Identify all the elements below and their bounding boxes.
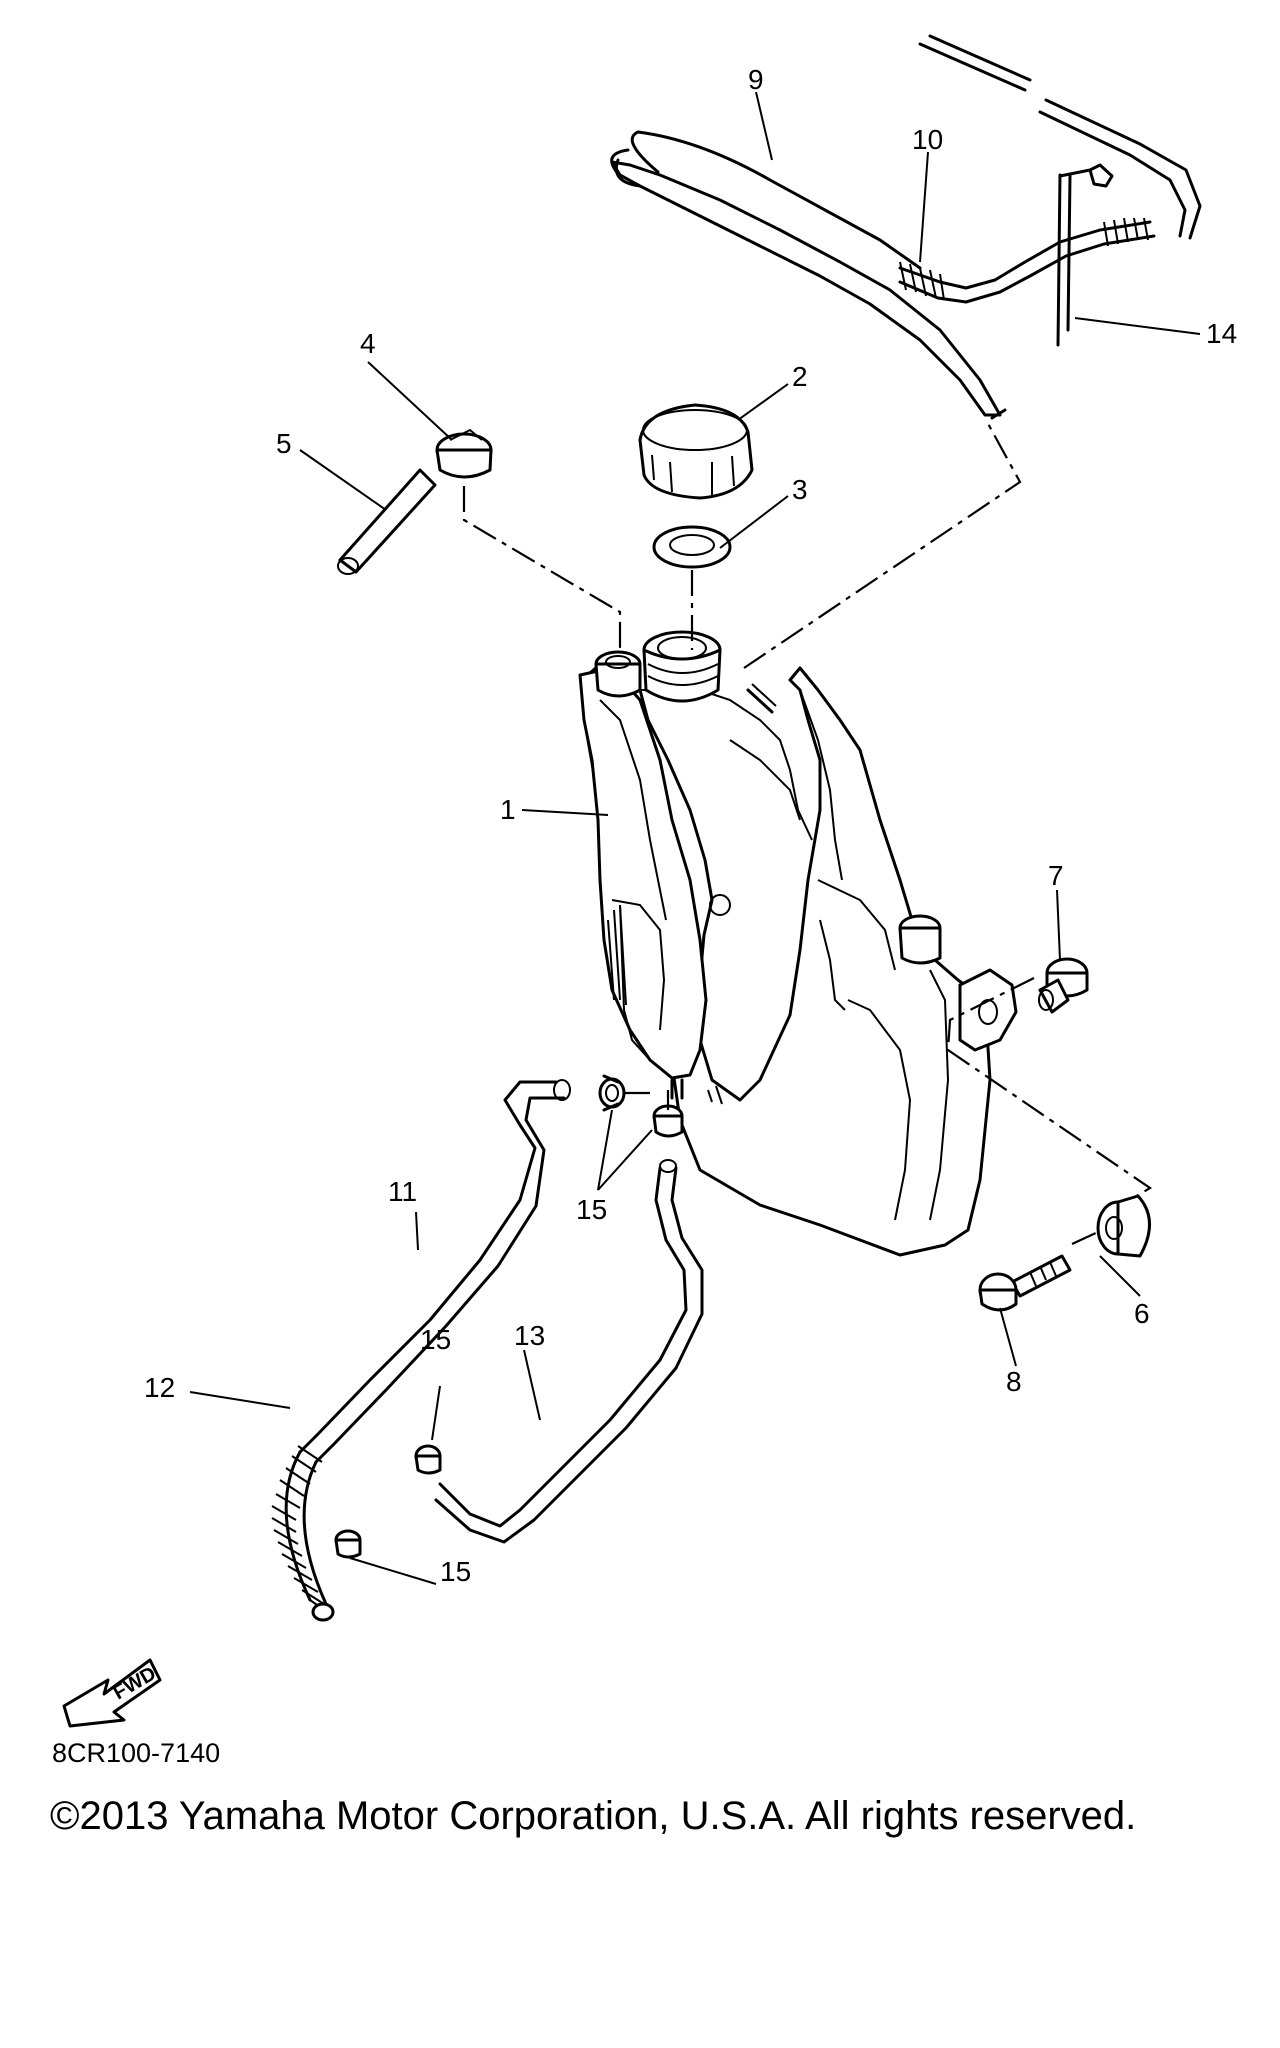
callout-14: 14 bbox=[1206, 318, 1238, 349]
callout-15-hose: 15 bbox=[420, 1324, 452, 1355]
callout-10: 10 bbox=[912, 124, 944, 155]
callout-8: 8 bbox=[1006, 1366, 1022, 1397]
callout-4: 4 bbox=[360, 328, 376, 359]
short-hose bbox=[337, 468, 437, 575]
callout-9: 9 bbox=[748, 64, 764, 95]
long-breather-hose bbox=[610, 130, 1007, 420]
assembly-lines bbox=[462, 419, 1153, 1245]
tank-cap bbox=[638, 403, 754, 500]
callout-3: 3 bbox=[792, 474, 808, 505]
callout-11: 11 bbox=[388, 1176, 418, 1207]
copyright-notice: ©2013 Yamaha Motor Corporation, U.S.A. A… bbox=[50, 1794, 1137, 1838]
fwd-arrow-icon: FWD bbox=[62, 1658, 162, 1728]
breather-fitting bbox=[435, 428, 493, 479]
callout-15-tank: 15 bbox=[576, 1194, 608, 1225]
callout-5: 5 bbox=[276, 428, 292, 459]
hose-clips bbox=[334, 1074, 684, 1559]
collar-7 bbox=[1038, 957, 1089, 1014]
part-code: 8CR100-7140 bbox=[52, 1738, 221, 1768]
oil-tank bbox=[578, 630, 1018, 1257]
o-ring bbox=[652, 525, 732, 569]
callout-1: 1 bbox=[500, 794, 516, 825]
callout-6: 6 bbox=[1134, 1298, 1150, 1329]
hose-11 bbox=[298, 1079, 571, 1464]
leader-lines bbox=[189, 91, 1201, 1585]
callout-12: 12 bbox=[144, 1372, 176, 1403]
callout-7: 7 bbox=[1048, 860, 1064, 891]
callout-15-spring: 15 bbox=[440, 1556, 472, 1587]
callout-2: 2 bbox=[792, 361, 808, 392]
spring-hose bbox=[898, 34, 1202, 347]
hose-13 bbox=[434, 1159, 704, 1544]
damper-6 bbox=[1096, 1194, 1151, 1258]
bolt-8 bbox=[978, 1254, 1072, 1312]
spring-12 bbox=[271, 1445, 335, 1622]
callout-13: 13 bbox=[514, 1320, 546, 1351]
